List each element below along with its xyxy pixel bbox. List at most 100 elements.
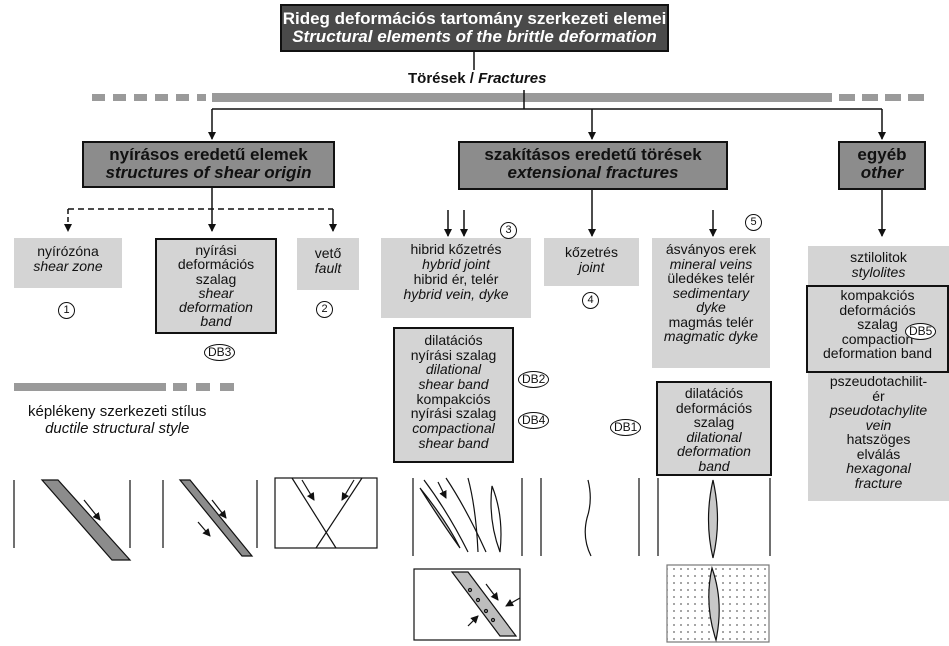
- hybrid-en1: hybrid joint: [422, 256, 490, 273]
- fractures-hu: Törések: [408, 70, 466, 87]
- compaction-hu2: deformációs: [839, 301, 916, 318]
- hybrid-hu1: hibrid kőzetrés: [410, 241, 502, 257]
- dil-shear-hu2: nyírási szalag: [410, 346, 497, 363]
- sketch-hybrid: [412, 477, 523, 556]
- compaction-hu1: kompakciós: [840, 287, 915, 303]
- title-hu: Rideg deformációs tartomány szerkezeti e…: [282, 9, 667, 28]
- sketch-compactional-shear: [413, 568, 521, 641]
- category-shear-origin: nyírásos eredetű elemek structures of sh…: [82, 141, 335, 188]
- item-dilational-shear-band: dilatációs nyírási szalag dilational she…: [393, 327, 514, 463]
- category-shear-hu: nyírásos eredetű elemek: [109, 145, 308, 164]
- dil-band-en3: band: [698, 457, 730, 474]
- fractures-en: Fractures: [478, 70, 547, 87]
- veins-en4: magmatic dyke: [663, 328, 759, 345]
- dil-band-hu2: deformációs: [675, 399, 753, 416]
- dil-band-en1: dilational: [686, 428, 742, 445]
- db2-label: DB2: [518, 371, 550, 388]
- dil-shear-hu1: dilatációs: [424, 332, 483, 348]
- dil-band-hu1: dilatációs: [684, 385, 744, 401]
- title-en: Structural elements of the brittle defor…: [292, 27, 657, 47]
- category-extensional-en: extensional fractures: [507, 163, 679, 183]
- fractures-label: Törések / Fractures: [408, 70, 546, 87]
- item-pseudotachylite: pszeudotachilit- ér pseudotachylite vein…: [808, 374, 949, 500]
- sketch-fault: [274, 477, 378, 549]
- fracture-bar: [92, 93, 924, 102]
- fault-en: fault: [314, 260, 342, 277]
- category-other: egyéb other: [838, 141, 926, 190]
- number-2-badge: 2: [316, 301, 333, 318]
- pseudo-hu1: pszeudotachilit-: [829, 373, 928, 389]
- db4-label: DB4: [518, 412, 550, 429]
- stylolites-en: stylolites: [851, 264, 906, 281]
- sketch-joint: [540, 478, 640, 557]
- item-joint: kőzetrés joint: [544, 238, 639, 286]
- db1-label: DB1: [610, 419, 642, 436]
- shear-band-en1: shear: [198, 284, 234, 301]
- comp-shear-en1: compactional: [412, 420, 495, 437]
- category-shear-en: structures of shear origin: [105, 163, 312, 183]
- item-shear-zone: nyírózóna shear zone: [14, 238, 122, 288]
- shear-zone-en: shear zone: [33, 258, 103, 275]
- item-hybrid: hibrid kőzetrés hybrid joint hibrid ér, …: [381, 238, 531, 318]
- hex-en1: hexagonal: [846, 460, 911, 477]
- shear-band-hu1: nyírási: [195, 242, 237, 258]
- compaction-hu3: szalag: [857, 316, 898, 333]
- fractures-separator: /: [465, 70, 479, 87]
- item-shear-deformation-band: nyírási deformációs szalag shear deforma…: [155, 238, 277, 334]
- comp-shear-en2: shear band: [418, 434, 489, 451]
- veins-hu3: magmás telér: [668, 313, 754, 330]
- hybrid-en2: hybrid vein, dyke: [403, 286, 509, 303]
- comp-shear-hu1: kompakciós: [416, 390, 491, 407]
- item-fault: vető fault: [297, 238, 359, 290]
- db3-label: DB3: [204, 344, 236, 361]
- category-extensional-hu: szakításos eredetű törések: [484, 145, 702, 164]
- ductile-hu: képlékeny szerkezeti stílus: [28, 403, 207, 420]
- shear-band-en2: deformation: [179, 299, 253, 316]
- ductile-en: ductile structural style: [45, 420, 190, 438]
- joint-hu: kőzetrés: [565, 244, 618, 260]
- title-box: Rideg deformációs tartomány szerkezeti e…: [280, 4, 669, 52]
- veins-en1: mineral veins: [669, 255, 753, 272]
- item-veins: ásványos erek mineral veins üledékes tel…: [652, 238, 770, 368]
- comp-shear-hu2: nyírási szalag: [410, 405, 497, 422]
- ductile-bar: [14, 383, 234, 391]
- sketch-shear-zone: [13, 479, 132, 561]
- veins-en2: sedimentary: [672, 284, 750, 301]
- shear-zone-hu: nyírózóna: [37, 243, 99, 259]
- pseudo-en1: pseudotachylite: [829, 402, 928, 419]
- hex-en2: fracture: [854, 474, 903, 491]
- stylolites-hu: sztilolitok: [850, 249, 907, 265]
- pseudo-en2: vein: [865, 416, 892, 433]
- dil-band-hu3: szalag: [693, 414, 735, 431]
- veins-hu2: üledékes telér: [667, 270, 755, 287]
- shear-band-hu3: szalag: [195, 270, 237, 287]
- item-stylolites: sztilolitok stylolites: [808, 249, 949, 284]
- number-3-badge: 3: [500, 222, 517, 239]
- veins-en3: dyke: [696, 299, 726, 316]
- sketch-dilational-band: [657, 478, 771, 559]
- joint-en: joint: [578, 259, 605, 276]
- number-1-badge: 1: [58, 302, 75, 319]
- distribution-arrows: [64, 90, 886, 237]
- compaction-en1: compaction: [841, 330, 914, 347]
- fault-hu: vető: [314, 245, 342, 261]
- hex-hu1: hatszöges: [846, 431, 911, 448]
- sketch-dilational-grains: [666, 564, 770, 643]
- hex-hu2: elválás: [856, 445, 901, 462]
- sketch-shear-band: [162, 479, 258, 557]
- pseudo-hu2: ér: [872, 387, 885, 404]
- shear-band-en3: band: [200, 313, 232, 330]
- dil-shear-en2: shear band: [418, 376, 489, 393]
- dil-band-en2: deformation: [677, 443, 751, 460]
- veins-hu1: ásványos erek: [665, 241, 757, 257]
- hybrid-hu2: hibrid ér, telér: [413, 271, 499, 288]
- category-other-hu: egyéb: [857, 145, 907, 164]
- number-4-badge: 4: [582, 292, 599, 309]
- category-extensional: szakításos eredetű törések extensional f…: [458, 141, 728, 190]
- compaction-en2: deformation band: [823, 345, 932, 362]
- item-dilational-deformation-band: dilatációs deformációs szalag dilational…: [656, 381, 772, 476]
- number-5-badge: 5: [745, 214, 762, 231]
- ductile-label: képlékeny szerkezeti stílus ductile stru…: [28, 403, 206, 438]
